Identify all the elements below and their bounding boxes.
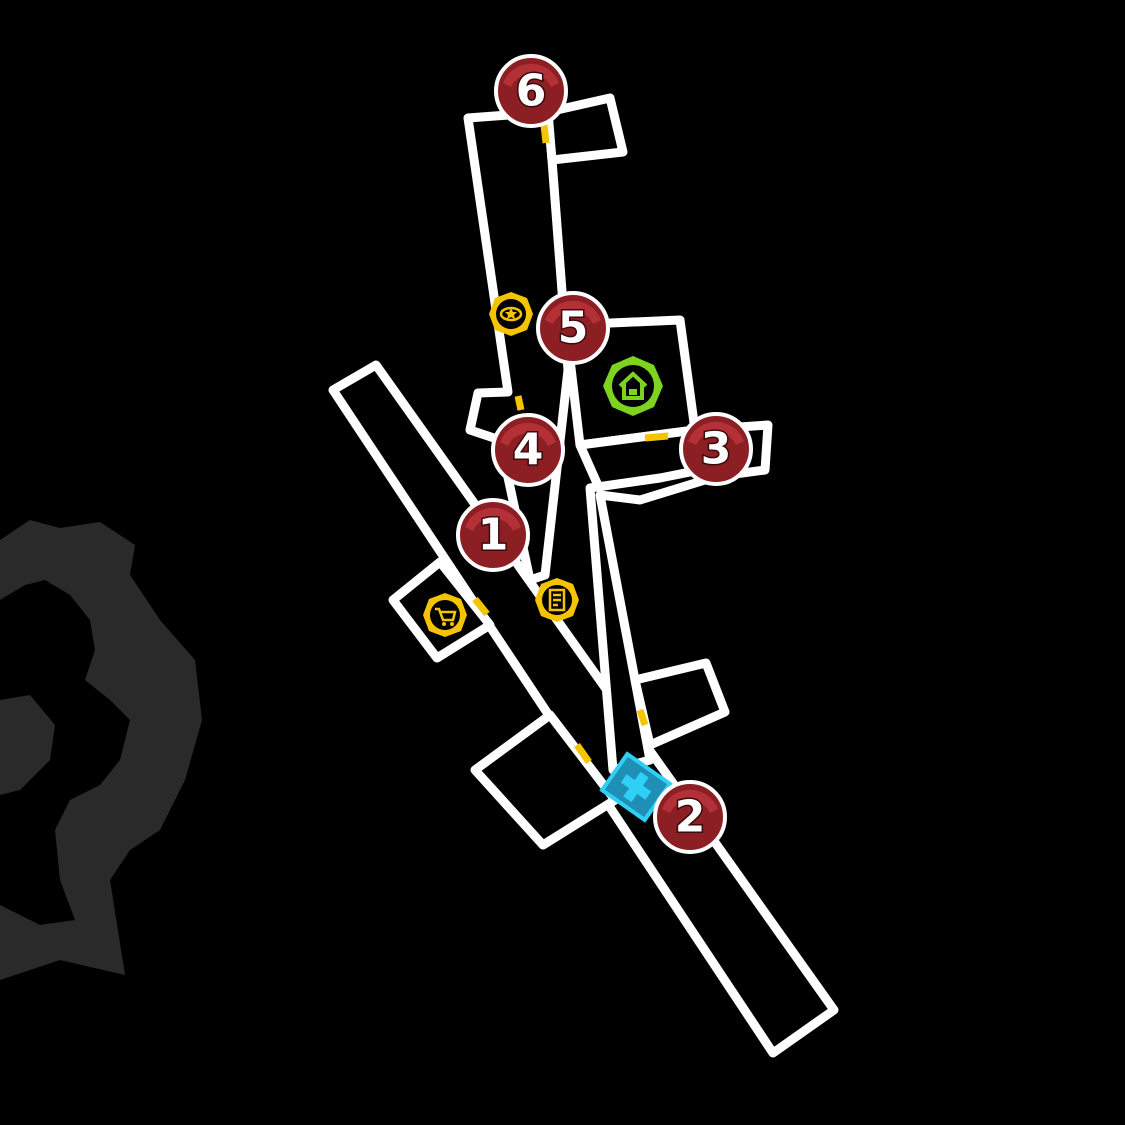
marker-label: 2 xyxy=(675,792,706,843)
doors xyxy=(472,124,669,765)
door xyxy=(644,432,669,442)
badge-star-icon[interactable] xyxy=(489,292,533,336)
house-icon[interactable] xyxy=(603,356,663,416)
building-outline xyxy=(328,93,839,1058)
marker-2[interactable]: 2 xyxy=(653,780,727,854)
door xyxy=(540,124,550,144)
marker-5[interactable]: 5 xyxy=(536,291,610,365)
right-lower-room xyxy=(630,658,730,750)
door xyxy=(636,708,649,727)
marker-label: 1 xyxy=(478,510,509,561)
vending-machine-icon[interactable] xyxy=(535,578,579,622)
marker-label: 3 xyxy=(701,424,732,475)
marker-6[interactable]: 6 xyxy=(494,54,568,128)
marker-3[interactable]: 3 xyxy=(679,412,753,486)
door xyxy=(574,742,592,765)
marker-label: 5 xyxy=(558,303,589,354)
tree-landmark xyxy=(0,520,202,980)
marker-label: 6 xyxy=(516,66,547,117)
door xyxy=(514,395,525,411)
shopping-cart-icon[interactable] xyxy=(423,593,467,637)
door xyxy=(472,596,490,617)
marker-label: 4 xyxy=(513,425,544,476)
marker-1[interactable]: 1 xyxy=(456,498,530,572)
marker-4[interactable]: 4 xyxy=(491,413,565,487)
top-right-room xyxy=(543,93,628,165)
